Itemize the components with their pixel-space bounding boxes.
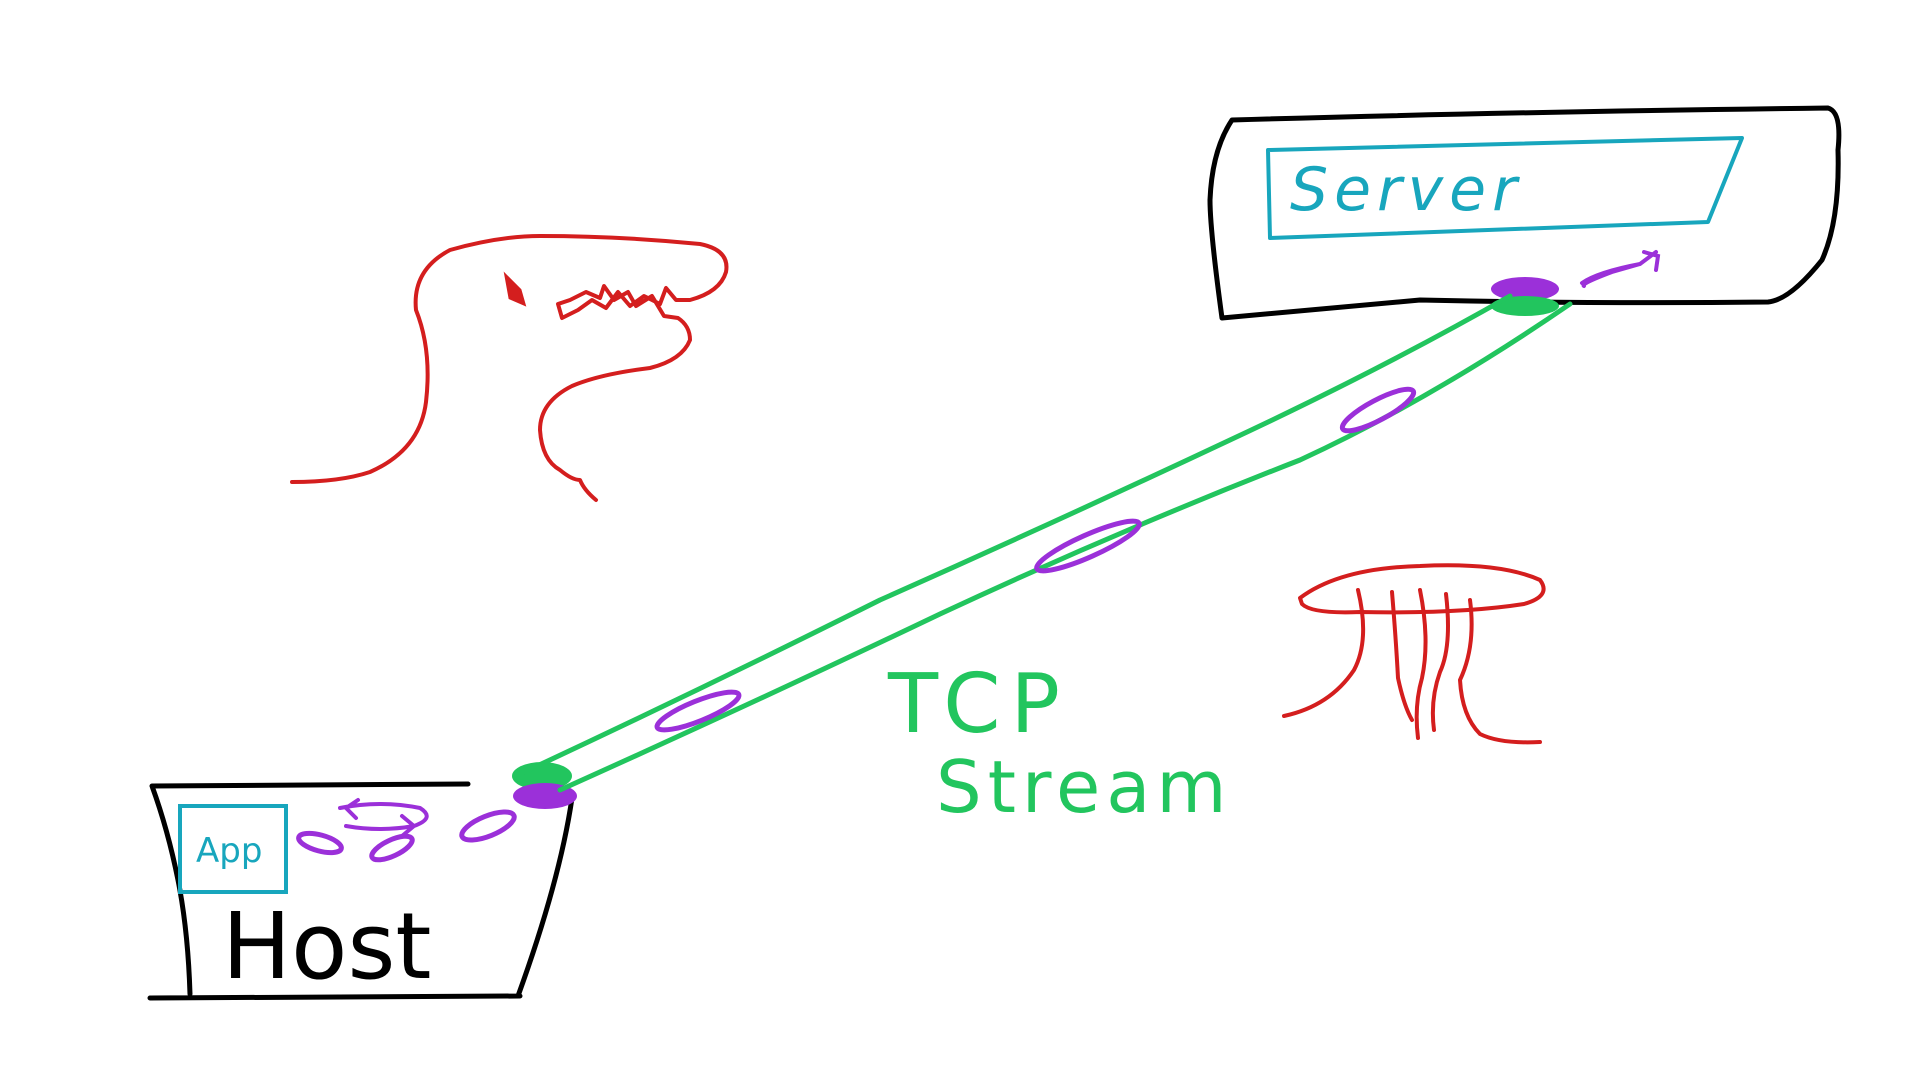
app-box xyxy=(178,804,288,894)
stream-upper-edge xyxy=(517,293,1513,777)
server-socket-stream xyxy=(1491,296,1559,316)
server-label: Server xyxy=(1290,155,1523,225)
server-outgoing-arrow-icon xyxy=(1580,250,1661,288)
host-circular-arrow-icon xyxy=(338,798,429,838)
jellyfish-cap xyxy=(1298,563,1546,615)
server-box-outline xyxy=(1207,105,1842,321)
dinosaur-outline xyxy=(290,234,729,502)
host-packet xyxy=(369,833,415,863)
server-label-frame xyxy=(1266,136,1744,240)
stream-packet xyxy=(1339,386,1417,434)
tcp-stream-pipe: TCP Stream xyxy=(517,293,1573,829)
host-label: Host xyxy=(222,893,431,1000)
jellyfish-sketch xyxy=(1282,563,1546,745)
server-node: Server xyxy=(1207,105,1842,321)
stream-packet xyxy=(1034,518,1142,574)
dinosaur-sketch xyxy=(290,234,729,502)
stream-label-tcp: TCP xyxy=(887,657,1070,752)
stream-lower-edge xyxy=(557,301,1573,793)
host-packet xyxy=(296,830,344,856)
host-packet xyxy=(459,809,517,843)
jellyfish-tentacles xyxy=(1282,588,1542,745)
stream-packet xyxy=(654,689,742,733)
host-node: App Host xyxy=(147,762,577,1001)
dinosaur-eye-icon xyxy=(503,271,527,307)
app-label: App xyxy=(196,831,262,871)
stream-label-stream: Stream xyxy=(936,745,1233,829)
